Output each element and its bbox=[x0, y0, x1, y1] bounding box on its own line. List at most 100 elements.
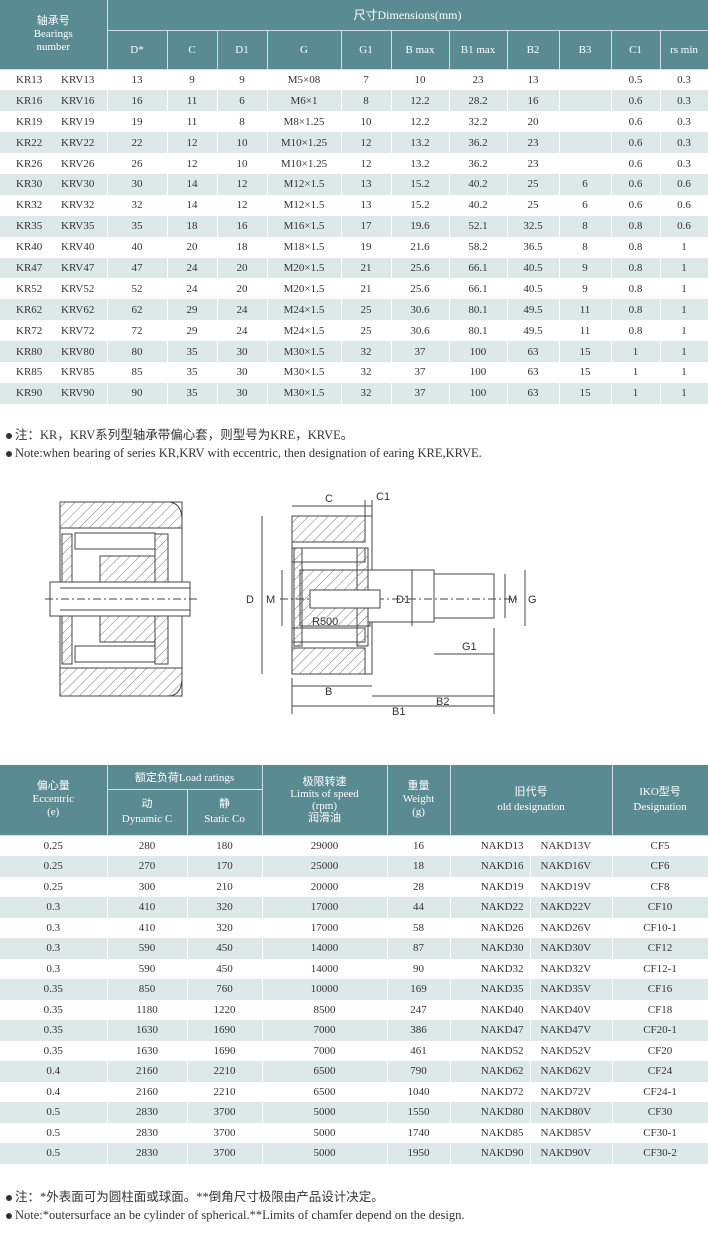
table-cell: 6500 bbox=[262, 1061, 388, 1082]
table-cell: 8 bbox=[217, 111, 268, 133]
table-cell: 5000 bbox=[262, 1102, 388, 1123]
table-cell: 37 bbox=[391, 361, 450, 383]
table-cell: 0.4 bbox=[0, 1061, 108, 1082]
table-cell: 0.8 bbox=[611, 299, 661, 321]
table-cell: 12.2 bbox=[391, 111, 450, 133]
dimensions-table: 轴承号 Bearings number 尺寸Dimensions(mm) D*C… bbox=[0, 0, 708, 404]
table-cell: 0.5 bbox=[611, 69, 661, 91]
table-cell: 0.25 bbox=[0, 876, 108, 897]
table-cell: 2830 bbox=[107, 1102, 188, 1123]
table-cell: 66.1 bbox=[449, 257, 508, 279]
table-cell: M6×1 bbox=[267, 90, 342, 112]
bearing-kr: KR72 bbox=[16, 324, 43, 337]
table-cell: CF30-2 bbox=[612, 1143, 708, 1164]
table-cell: 1690 bbox=[187, 1040, 263, 1061]
table-cell: 12.2 bbox=[391, 90, 450, 112]
table-cell: NAKD19V bbox=[530, 876, 613, 897]
table-cell: 20000 bbox=[262, 876, 388, 897]
weight-header: 重量 Weight (g) bbox=[387, 765, 451, 836]
left-section-view bbox=[45, 501, 200, 697]
table-cell: 32 bbox=[341, 341, 392, 362]
table-cell: 25 bbox=[341, 299, 392, 321]
table-cell: 14 bbox=[167, 173, 218, 195]
eccentric-header: 偏心量 Eccentric (e) bbox=[0, 765, 108, 836]
table-cell: 760 bbox=[187, 979, 263, 1000]
table-cell: M30×1.5 bbox=[267, 361, 342, 383]
table-cell: 1 bbox=[660, 236, 708, 258]
table-cell: 1 bbox=[660, 257, 708, 279]
table-cell: 19.6 bbox=[391, 215, 450, 237]
bearing-krv: KRV80 bbox=[61, 345, 95, 358]
table-cell: 40.2 bbox=[449, 194, 508, 216]
table-cell: 12 bbox=[167, 153, 218, 174]
table-cell: 0.6 bbox=[660, 194, 708, 216]
table-cell: NAKD13 bbox=[450, 835, 531, 856]
bullet-icon bbox=[6, 1213, 12, 1220]
table-cell: 15 bbox=[559, 341, 612, 362]
bearing-krv: KRV26 bbox=[61, 157, 95, 170]
table-cell: 0.3 bbox=[0, 917, 108, 938]
table-cell: 0.3 bbox=[660, 153, 708, 174]
table-cell: 26 bbox=[107, 153, 168, 174]
table-cell: NAKD26 bbox=[450, 917, 531, 938]
table-cell: 3700 bbox=[187, 1122, 263, 1143]
table-cell: 0.6 bbox=[611, 173, 661, 195]
bearing-kr: KR16 bbox=[16, 94, 43, 107]
table-cell: 12 bbox=[217, 173, 268, 195]
table-cell: 12 bbox=[217, 194, 268, 216]
table-cell: 13 bbox=[341, 173, 392, 195]
table-cell: NAKD40 bbox=[450, 999, 531, 1020]
table-cell: NAKD40V bbox=[530, 999, 613, 1020]
table-cell: 0.3 bbox=[0, 958, 108, 979]
table-cell: 40.5 bbox=[507, 278, 560, 300]
table-cell: CF8 bbox=[612, 876, 708, 897]
table-cell: 20 bbox=[167, 236, 218, 258]
table-cell: 29 bbox=[167, 299, 218, 321]
table-cell: 3700 bbox=[187, 1102, 263, 1123]
table-cell: 85 bbox=[107, 361, 168, 383]
table-cell: 590 bbox=[107, 938, 188, 959]
table-cell: 1 bbox=[611, 361, 661, 383]
table-cell: NAKD47V bbox=[530, 1020, 613, 1041]
table-cell: 2210 bbox=[187, 1081, 263, 1102]
table-cell: 52.1 bbox=[449, 215, 508, 237]
table-cell: 35 bbox=[107, 215, 168, 237]
table-cell: 100 bbox=[449, 382, 508, 404]
table-cell: 10 bbox=[341, 111, 392, 133]
table-cell: 5000 bbox=[262, 1143, 388, 1164]
table-cell: 0.6 bbox=[611, 90, 661, 112]
table-cell: 2830 bbox=[107, 1122, 188, 1143]
table-cell: CF30-1 bbox=[612, 1122, 708, 1143]
table-cell: 790 bbox=[387, 1061, 451, 1082]
bearing-krv: KRV40 bbox=[61, 241, 95, 254]
table-cell: 21 bbox=[341, 257, 392, 279]
table-cell: M8×1.25 bbox=[267, 111, 342, 133]
table-cell: 49.5 bbox=[507, 299, 560, 321]
bearing-krv: KRV85 bbox=[61, 366, 95, 379]
table-cell: 35 bbox=[167, 361, 218, 383]
bullet-icon bbox=[6, 1195, 12, 1202]
table-cell: NAKD80 bbox=[450, 1102, 531, 1123]
table-cell: 100 bbox=[449, 341, 508, 362]
table-cell: 80.1 bbox=[449, 299, 508, 321]
table-cell: 590 bbox=[107, 958, 188, 979]
table-cell: 280 bbox=[107, 835, 188, 856]
table-cell: M10×1.25 bbox=[267, 132, 342, 154]
table-cell: 24 bbox=[217, 299, 268, 321]
table-cell: NAKD32V bbox=[530, 958, 613, 979]
table-cell: 28 bbox=[387, 876, 451, 897]
